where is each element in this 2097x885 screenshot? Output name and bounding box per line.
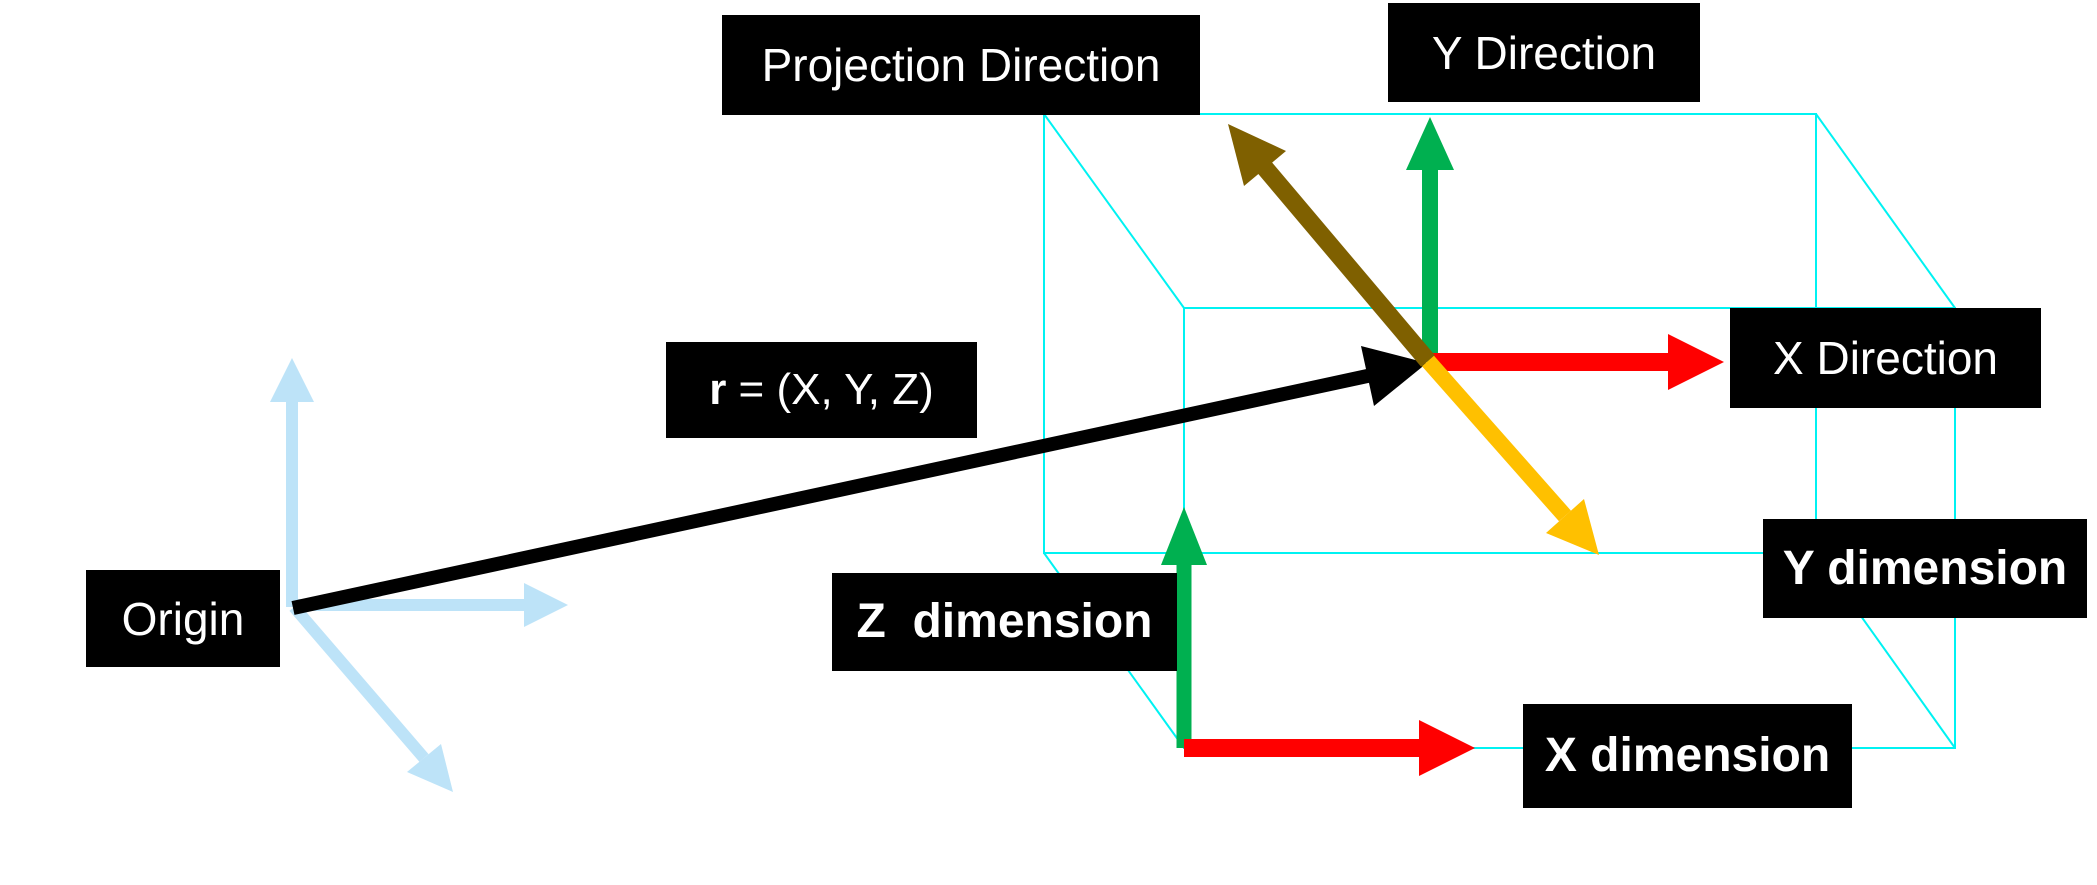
r-vector-shaft — [291, 368, 1374, 615]
r-vector-head — [1361, 346, 1427, 406]
projection-through-shaft — [1422, 355, 1571, 522]
x-dimension-head — [1419, 720, 1475, 776]
projection-direction-arrow — [1228, 124, 1435, 367]
origin-label: Origin — [86, 570, 280, 667]
y-direction-arrow — [1406, 117, 1454, 362]
x-direction-head — [1668, 334, 1724, 390]
origin-diagonal-axis-shaft — [289, 603, 429, 762]
r-vector-arrow — [291, 346, 1427, 615]
z-dimension-head — [1161, 507, 1207, 565]
x-direction-label-text: X Direction — [1773, 332, 1998, 384]
r-vector-label-symbol: r — [709, 365, 727, 414]
wireframe-edge-top-left — [1043, 113, 1185, 309]
x-direction-arrow — [1430, 334, 1724, 390]
x-dimension-arrow — [1184, 720, 1475, 776]
projection-direction-label-text: Projection Direction — [761, 39, 1161, 91]
y-direction-label-text: Y Direction — [1431, 26, 1657, 79]
z-dimension-label: Z dimension — [832, 573, 1177, 671]
z-dimension-label-text: Z dimension — [856, 595, 1153, 648]
wireframe-edge-top-right — [1815, 113, 1956, 309]
x-direction-label: X Direction — [1730, 308, 2041, 408]
y-dimension-label-text: Y dimension — [1782, 541, 2068, 595]
projection-through-arrow — [1422, 355, 1599, 555]
projection-direction-shaft — [1258, 162, 1435, 367]
y-direction-label: Y Direction — [1388, 3, 1700, 102]
r-vector-label-equation: = (X, Y, Z) — [726, 365, 934, 414]
origin-right-axis-head — [524, 583, 568, 627]
y-direction-head — [1406, 117, 1454, 170]
y-dimension-label: Y dimension — [1763, 519, 2087, 618]
origin-label-text: Origin — [121, 592, 245, 645]
origin-up-axis-head — [270, 358, 314, 402]
z-dimension-arrow — [1161, 507, 1207, 748]
projection-direction-label: Projection Direction — [722, 15, 1200, 115]
projection-through-head — [1546, 499, 1599, 555]
origin-diagonal-axis-head — [407, 744, 453, 792]
x-dimension-label: X dimension — [1523, 704, 1852, 808]
r-vector-label: r = (X, Y, Z) — [666, 342, 977, 438]
x-dimension-label-text: X dimension — [1544, 729, 1831, 782]
projection-direction-head — [1228, 124, 1286, 186]
